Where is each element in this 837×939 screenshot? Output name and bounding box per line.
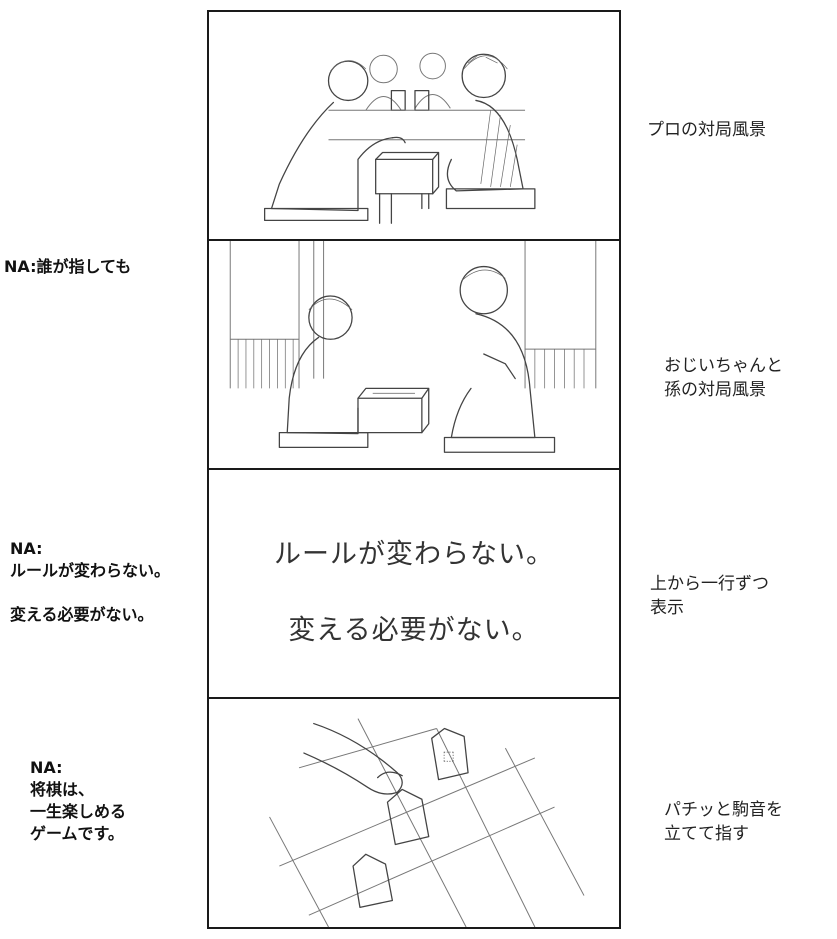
screen-text-line-2: 変える必要がない。 <box>288 615 540 646</box>
hand-placing-piece-sketch: ⬚ <box>269 718 585 927</box>
note-panel-1: プロの対局風景 <box>647 120 766 140</box>
storyboard-panel-4: ⬚ <box>207 697 621 929</box>
narration-panel-2: NA:誰が指しても <box>4 257 132 276</box>
piece-glyph-1: ⬚ <box>443 749 455 764</box>
note-panel-4: パチッと駒音を 立てて指す <box>664 800 783 844</box>
pro-game-sketch <box>263 52 536 224</box>
note-panel-3: 上から一行ずつ 表示 <box>650 574 769 618</box>
narration-panel-3: NA: ルールが変わらない。 変える必要がない。 <box>10 539 171 624</box>
storyboard-panel-1 <box>207 10 621 241</box>
screen-text-line-1: ルールが変わらない。 <box>274 539 554 570</box>
note-panel-2: おじいちゃんと 孫の対局風景 <box>664 356 783 400</box>
narration-panel-4: NA: 将棋は、 一生楽しめる ゲームです。 <box>30 758 127 843</box>
grandpa-grandchild-sketch <box>229 241 597 453</box>
storyboard-panel-2 <box>207 239 621 470</box>
storyboard-panel-3: ルールが変わらない。 変える必要がない。 <box>207 468 621 699</box>
